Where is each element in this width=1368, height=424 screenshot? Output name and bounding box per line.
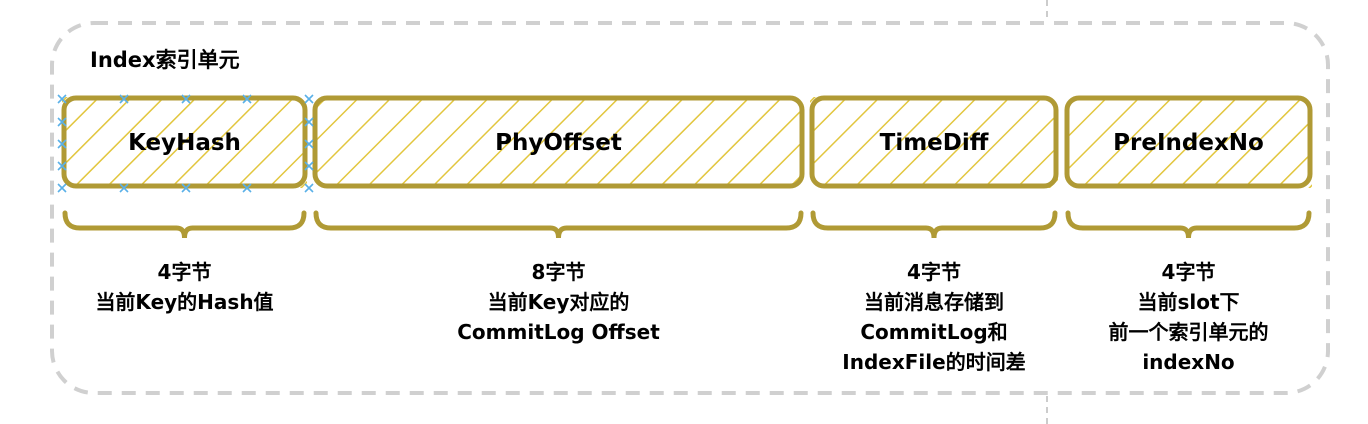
field-size: 4字节 (1161, 260, 1216, 284)
field-description: 4字节当前Key的Hash值 (95, 257, 273, 317)
selection-handle-icon[interactable] (57, 139, 67, 149)
selection-handle-icon[interactable] (119, 183, 129, 193)
field-description: 4字节当前消息存储到 CommitLog和 IndexFile的时间差 (842, 257, 1025, 377)
selection-handle-icon[interactable] (57, 161, 67, 171)
field-hatch (313, 97, 804, 188)
field-hatch (62, 97, 307, 188)
selection-handle-icon[interactable] (181, 94, 191, 104)
field-name: TimeDiff (879, 130, 989, 156)
selection-handle-icon[interactable] (304, 139, 314, 149)
brace (62, 210, 307, 239)
field-name: KeyHash (128, 130, 241, 156)
selection-handle-icon[interactable] (57, 183, 67, 193)
field-box-phyoffset (312, 95, 805, 189)
field-name: PreIndexNo (1113, 130, 1264, 156)
selection-handle-icon[interactable] (242, 183, 252, 193)
brace (810, 210, 1058, 239)
selection-handle-icon[interactable] (119, 94, 129, 104)
field-name: PhyOffset (495, 130, 622, 156)
description-line: 当前消息存储到 (864, 290, 1004, 314)
field-size: 4字节 (157, 260, 212, 284)
selection-handle-icon[interactable] (304, 183, 314, 193)
description-line: 当前slot下 (1137, 290, 1240, 314)
description-line: 当前Key的Hash值 (95, 290, 274, 314)
selection-handle-icon[interactable] (304, 161, 314, 171)
field-description: 8字节当前Key对应的 CommitLog Offset (457, 257, 660, 347)
field-description: 4字节当前slot下前一个索引单元的 indexNo (1109, 257, 1269, 377)
description-line: CommitLog Offset (457, 320, 660, 344)
field-box-preindexno (1064, 95, 1313, 189)
field-size: 4字节 (907, 260, 961, 284)
index-unit-frame (50, 21, 1330, 395)
selection-handle-icon[interactable] (57, 94, 67, 104)
description-line: IndexFile的时间差 (842, 350, 1026, 374)
selection-handle-icon[interactable] (304, 94, 314, 104)
description-line: 当前Key对应的 (487, 290, 630, 314)
description-line: 前一个索引单元的 (1108, 320, 1269, 344)
field-size: 8字节 (531, 260, 586, 284)
brace (1065, 210, 1312, 239)
selection-handle-icon[interactable] (304, 117, 314, 127)
field-box-timediff (809, 95, 1059, 189)
selection-handle-icon[interactable] (242, 94, 252, 104)
selection-handle-icon[interactable] (181, 183, 191, 193)
description-line: indexNo (1142, 350, 1235, 374)
field-hatch (1065, 97, 1312, 188)
field-hatch (810, 97, 1058, 188)
description-line: CommitLog和 (860, 320, 1008, 344)
brace (313, 210, 804, 239)
diagram-title: Index索引单元 (90, 48, 240, 72)
selection-handle-icon[interactable] (57, 117, 67, 127)
